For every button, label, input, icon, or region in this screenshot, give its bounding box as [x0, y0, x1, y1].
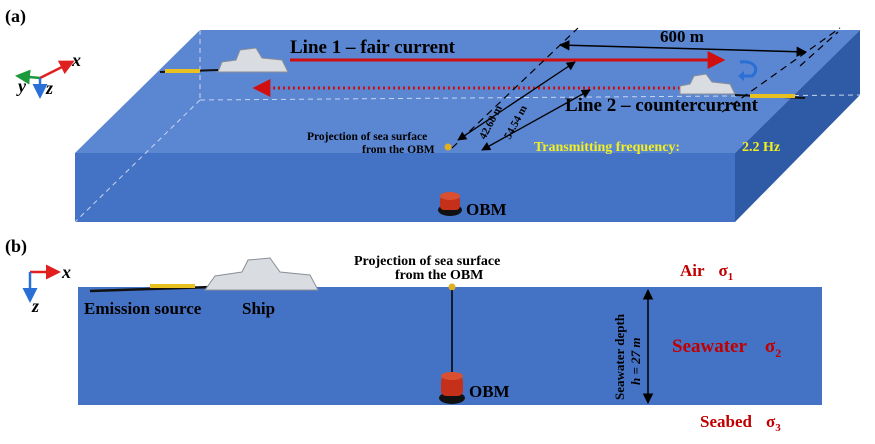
- ship-b: [89, 257, 319, 293]
- u-turn-icon: [739, 60, 758, 78]
- axis-x-label-a: x: [71, 50, 81, 70]
- obm-device-b: [439, 372, 465, 404]
- sea-top-face: [75, 30, 860, 153]
- depth-label: Seawater depth: [612, 313, 627, 400]
- panel-a-label: (a): [5, 6, 26, 27]
- axis-triad-a: x y z: [15, 50, 81, 99]
- line2-label: Line 2 – countercurrent: [565, 95, 759, 116]
- emission-source-label: Emission source: [84, 299, 202, 318]
- axis-y-label-a: y: [16, 76, 27, 96]
- axis-x-label-b: x: [61, 262, 71, 282]
- axis-z-label-b: z: [31, 296, 39, 316]
- projection-label-b-1: Projection of sea surface: [354, 254, 500, 269]
- dimension-600m: [558, 40, 808, 57]
- projection-point-a: [444, 143, 452, 151]
- ship-bottom: [679, 73, 806, 99]
- obm-device-a: [438, 192, 462, 216]
- sea-side-face: [735, 30, 860, 222]
- sea-front-face: [75, 153, 735, 222]
- obm-label-b: OBM: [469, 382, 510, 401]
- obm-label-a: OBM: [466, 200, 507, 219]
- dimension-54m: [481, 89, 591, 151]
- ship-top: [159, 47, 289, 73]
- ship-label: Ship: [242, 299, 275, 318]
- projection-label-b-2: from the OBM: [395, 268, 483, 283]
- axis-z-label-a: z: [45, 78, 53, 98]
- panel-b-label: (b): [5, 236, 27, 257]
- projection-label-a-2: from the OBM: [362, 144, 435, 156]
- projection-label-a-1: Projection of sea surface: [307, 131, 427, 143]
- frequency-value: 2.2 Hz: [742, 140, 780, 155]
- projection-point-b: [448, 283, 456, 291]
- frequency-label: Transmitting frequency:: [534, 140, 680, 155]
- axis-pair-b: x z: [22, 262, 71, 316]
- distance-600m-label: 600 m: [660, 27, 704, 46]
- depth-value: h = 27 m: [628, 338, 643, 386]
- line1-label: Line 1 – fair current: [290, 37, 456, 58]
